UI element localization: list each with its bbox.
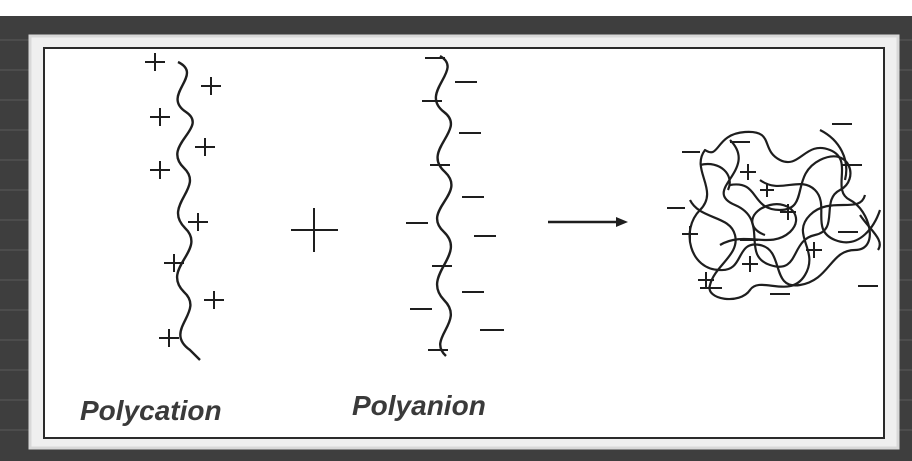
polycation-label: Polycation bbox=[80, 395, 222, 426]
polyanion-label: Polyanion bbox=[352, 390, 486, 421]
figure-panel bbox=[44, 48, 884, 438]
